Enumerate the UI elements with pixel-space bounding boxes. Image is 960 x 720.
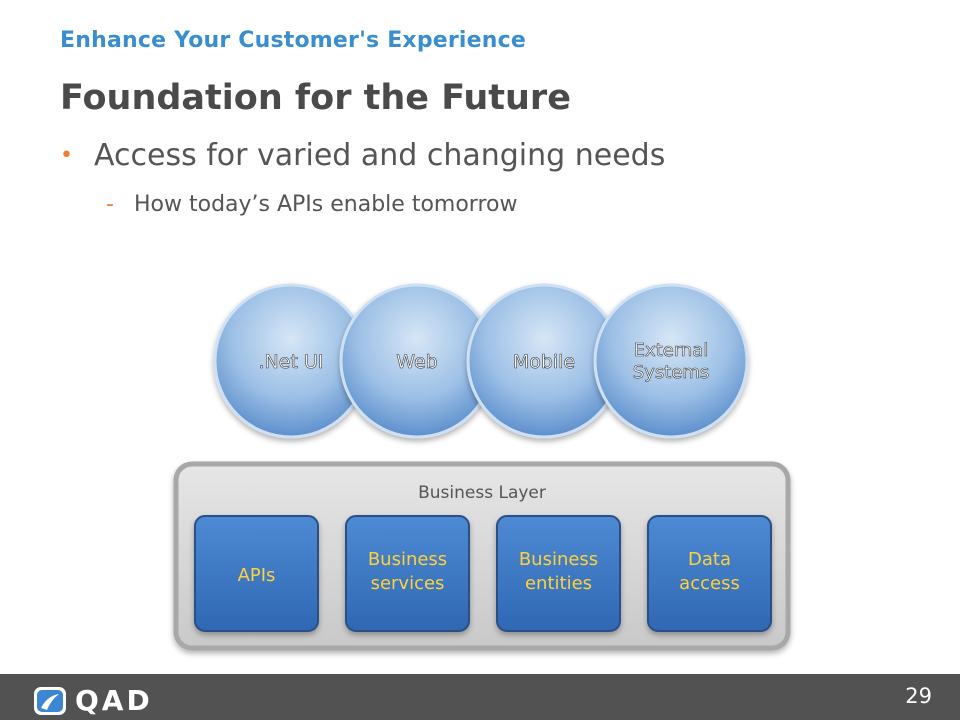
component-label-apis: APIs [238,565,276,586]
client-label-web: Web [396,351,437,373]
bullet-point: • Access for varied and changing needs [60,138,665,173]
bullet-marker: • [60,143,73,168]
business-layer-label: Business Layer [418,483,546,503]
client-label-net-ui: .Net UI [259,351,324,373]
client-circle-web: Web [339,283,495,439]
client-label-mobile: Mobile [513,351,575,373]
qad-logo-text: QAD [75,684,153,717]
sub-bullet-text: How today’s APIs enable tomorrow [134,192,518,217]
component-apis: APIs [194,515,319,632]
page-number: 29 [905,684,932,708]
client-circle-net-ui: .Net UI [213,283,369,439]
slide-title: Foundation for the Future [60,78,571,118]
bullet-text: Access for varied and changing needs [94,138,666,173]
footer-bar: QAD 29 [0,674,960,720]
sub-bullet-marker: - [106,192,114,217]
slide-subtitle: Enhance Your Customer's Experience [60,28,527,53]
qad-logo-icon [34,686,66,715]
sub-bullet-point: - How today’s APIs enable tomorrow [106,192,517,217]
qad-logo: QAD [33,684,153,717]
